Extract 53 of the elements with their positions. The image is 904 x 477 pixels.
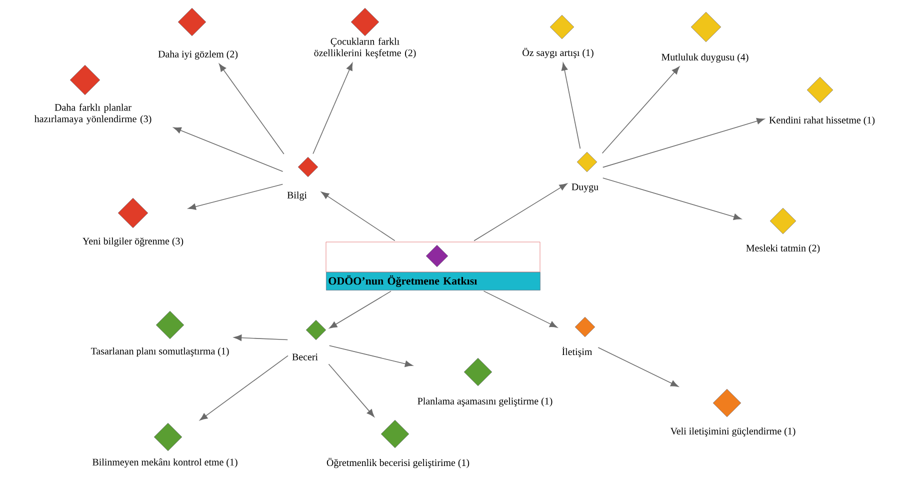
arrow xyxy=(312,62,353,154)
node-label: Duygu xyxy=(572,184,598,192)
arrow xyxy=(329,290,392,328)
node-label: İletişim xyxy=(562,346,592,358)
node-label: Yeni bilgiler öğrenme (3) xyxy=(82,237,184,247)
arrow xyxy=(188,184,284,210)
arrow xyxy=(328,364,374,418)
arrow xyxy=(474,183,568,242)
diamond-node: Öğretmenlik becerisi geliştirime (1) xyxy=(326,420,470,468)
node-label: Daha farklı planlar hazırlamaya yönlendirme (3) xyxy=(34,104,152,124)
node-label: ODÖO’nun Öğretmene Katkısı xyxy=(328,275,477,287)
category-node: Bilgi xyxy=(287,156,318,201)
arrow xyxy=(234,334,288,341)
node-label: Mutluluk duygusu (4) xyxy=(662,53,748,63)
arrow xyxy=(483,290,558,328)
arrow xyxy=(602,178,742,220)
node-label: Daha iyi gözlem (2) xyxy=(158,50,238,60)
node-label: Tasarlanan planı somutlaştırma (1) xyxy=(90,347,229,357)
diamond-node: Daha iyi gözlem (2) xyxy=(158,8,238,60)
diamond-node: Bilinmeyen mekânı kontrol etme (1) xyxy=(92,422,238,468)
arrow xyxy=(173,127,284,172)
arrow xyxy=(328,345,413,367)
node-label: Çocukların farklı özelliklerini keşfetme (2) xyxy=(314,38,416,58)
node-label: Öz saygı artışı (1) xyxy=(522,48,594,58)
diamond-node: Tasarlanan planı somutlaştırma (1) xyxy=(90,310,229,357)
diamond-node: Daha farklı planlar hazırlamaya yönlendirme (3) xyxy=(34,64,152,124)
diamond-node: Veli iletişimini güçlendirme (1) xyxy=(670,388,796,437)
node-label: Öğretmenlik becerisi geliştirime (1) xyxy=(326,458,470,468)
arrow xyxy=(602,66,680,154)
diamond-node: Kendini rahat hissetme (1) xyxy=(769,76,875,126)
diamond-node: Çocukların farklı özelliklerini keşfetme (2) xyxy=(314,8,416,58)
arrow xyxy=(561,62,581,150)
diamond-node: Planlama aşamasını geliştirme (1) xyxy=(418,358,552,407)
node-label: Veli iletişimini güçlendirme (1) xyxy=(670,427,796,437)
diamond-node: Yeni bilgiler öğrenme (3) xyxy=(82,198,184,247)
node-label: Planlama aşamasını geliştirme (1) xyxy=(418,397,552,407)
node-label: Bilgi xyxy=(287,191,307,201)
category-box: ODÖO’nun Öğretmene Katkısı xyxy=(326,242,540,290)
arrow xyxy=(602,118,765,168)
node-label: Bilinmeyen mekânı kontrol etme (1) xyxy=(92,458,238,468)
node-label: Beceri xyxy=(292,354,318,360)
category-node: Beceri xyxy=(292,320,326,360)
diamond-node: Mesleki tatmin (2) xyxy=(746,208,820,254)
arrow xyxy=(598,347,679,387)
diamond-node: Mutluluk duygusu (4) xyxy=(662,12,748,63)
node-label: Kendini rahat hissetme (1) xyxy=(769,116,875,126)
arrow xyxy=(200,355,288,420)
node-label: Mesleki tatmin (2) xyxy=(746,244,820,254)
arrow xyxy=(321,192,396,242)
arrow xyxy=(218,64,284,154)
diamond-node: Öz saygı artışı (1) xyxy=(522,14,594,58)
category-node: İletişim xyxy=(562,316,596,358)
category-node: Duygu xyxy=(572,152,598,192)
